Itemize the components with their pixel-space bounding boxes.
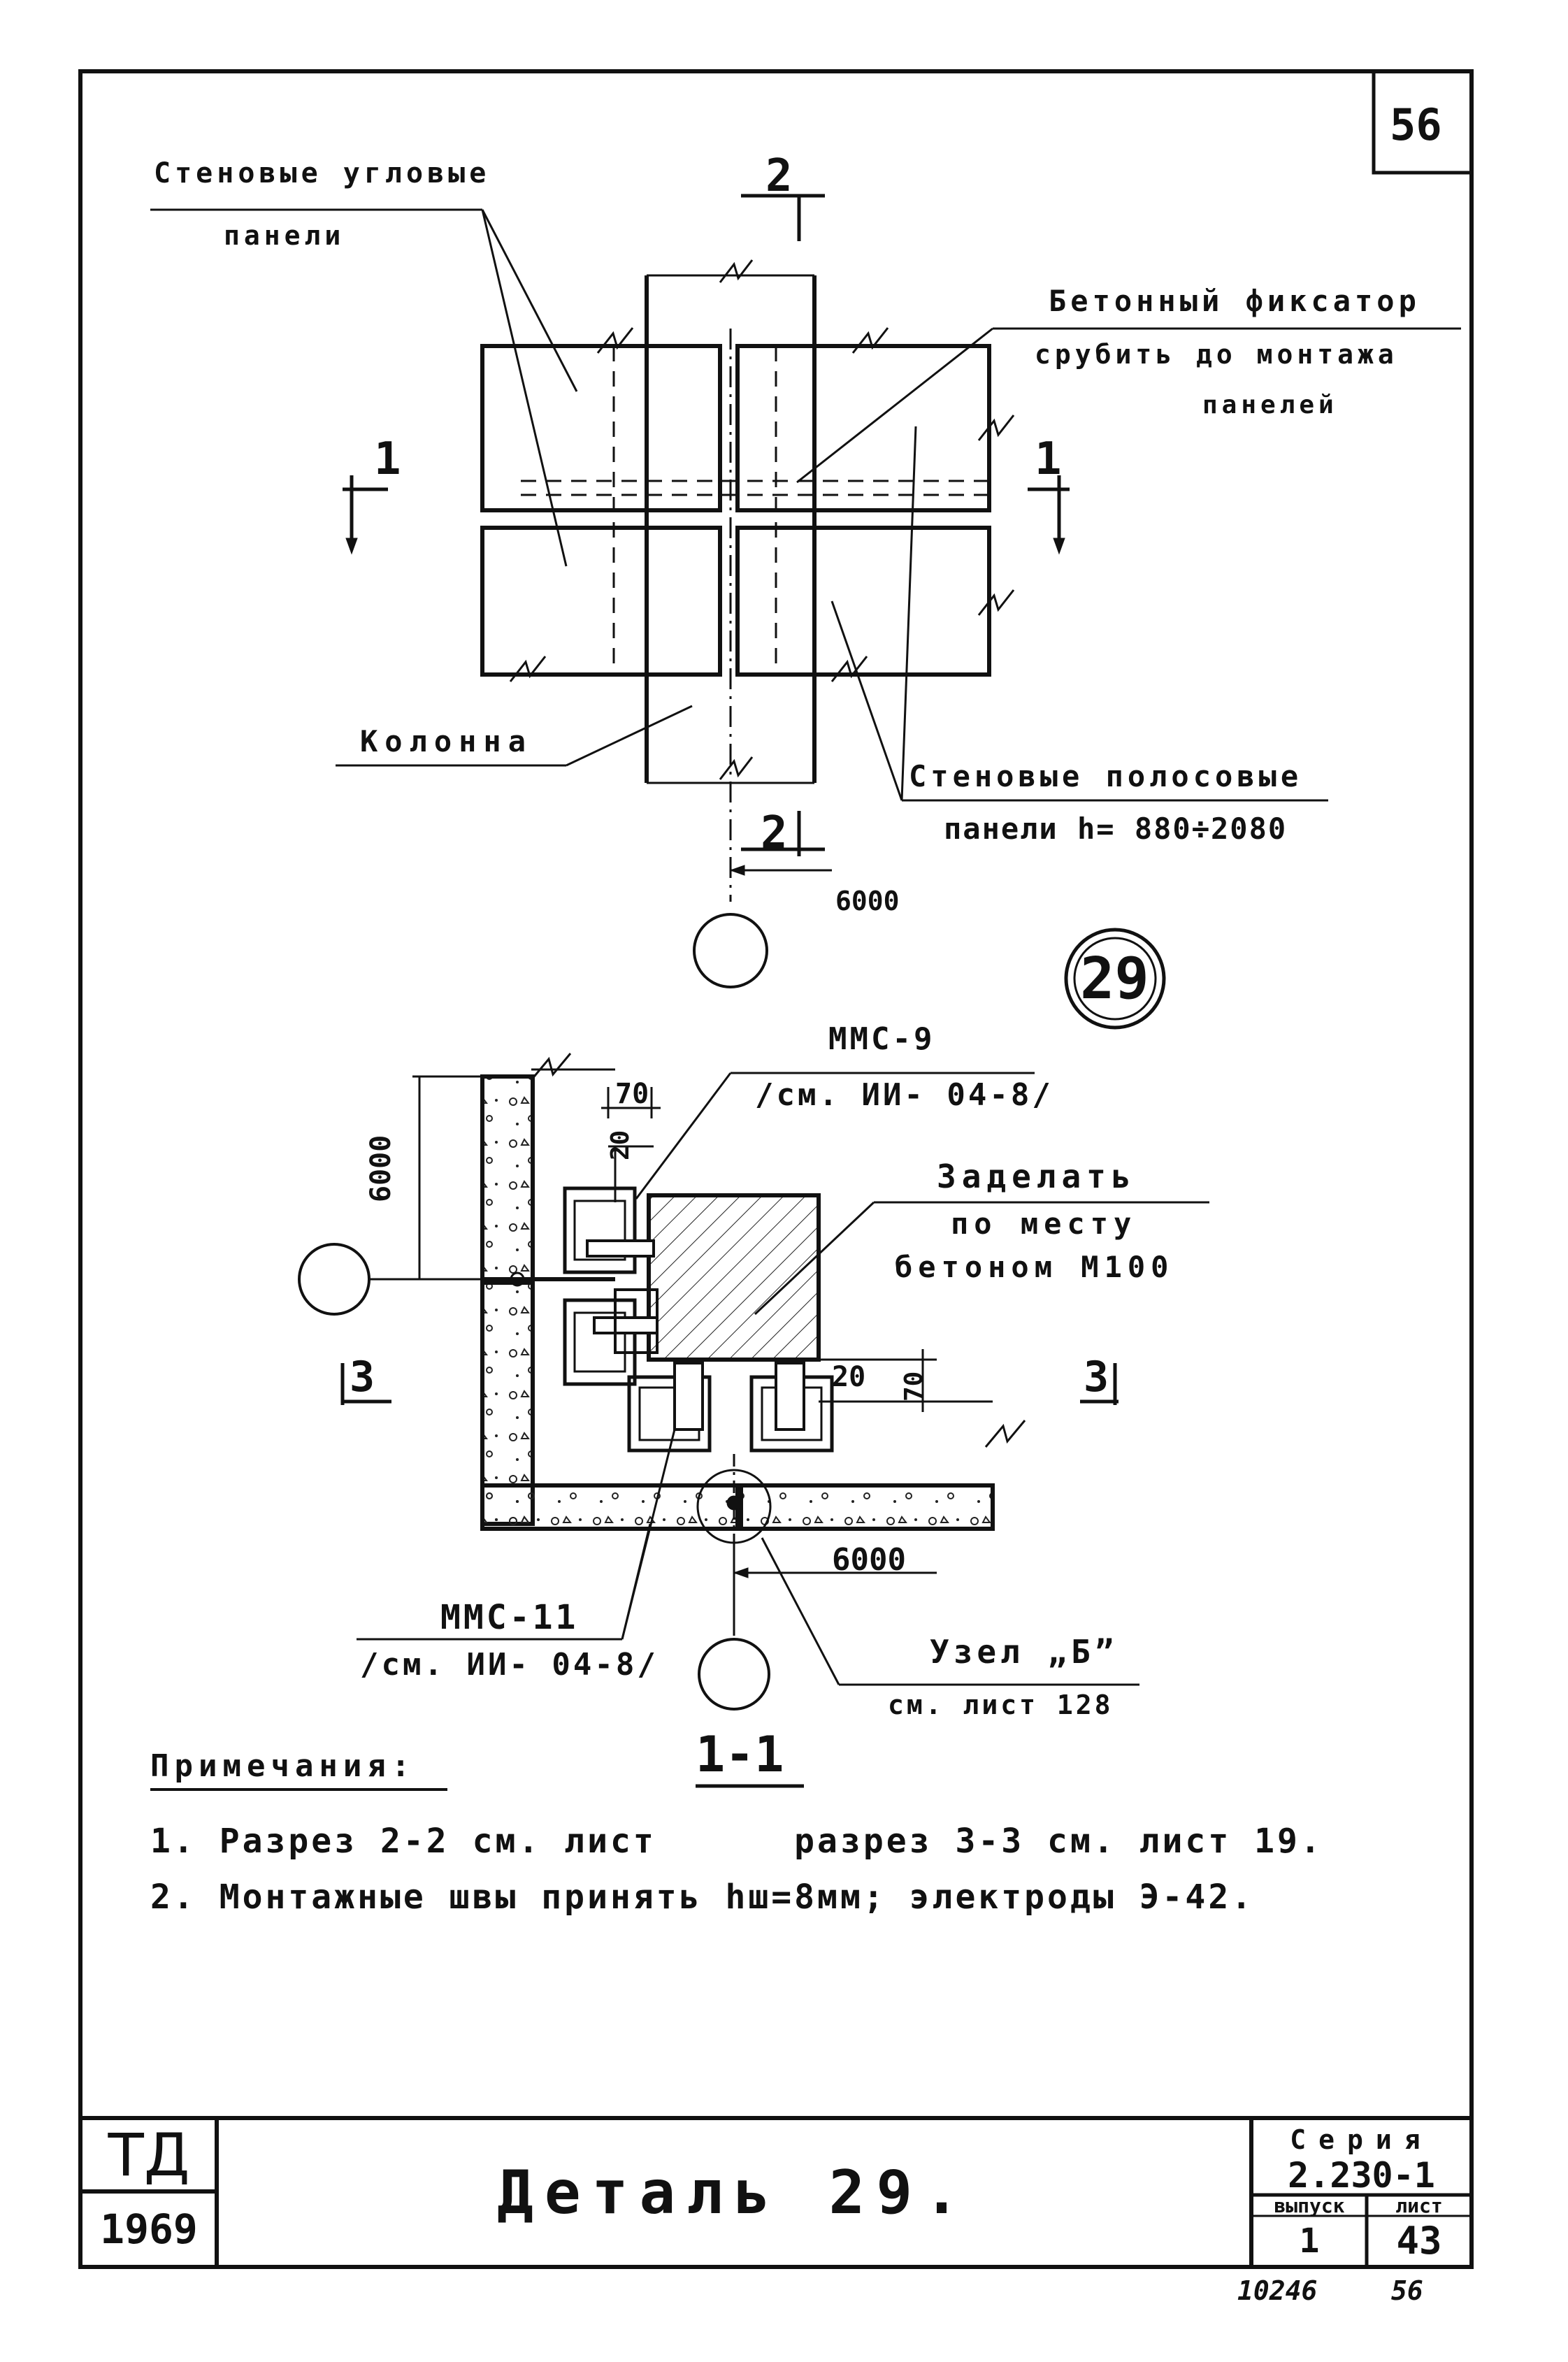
- mmc9-label: ММС-9: [828, 1021, 935, 1057]
- detail-number: 29: [1080, 946, 1149, 1012]
- series-value: 2.230-1: [1288, 2155, 1435, 2196]
- plan-view: [150, 194, 1461, 988]
- archive-number: 10246: [1237, 2275, 1318, 2306]
- section-3-left: 3: [350, 1353, 375, 1402]
- label-corner-panels-line1: Стеновые угловые: [154, 157, 491, 189]
- dim-20-vertical: 20: [606, 1130, 635, 1160]
- node-b-ref: см. лист 128: [888, 1690, 1114, 1720]
- label-fixator-line3: панелей: [1202, 391, 1338, 419]
- section-1-right: 1: [1035, 433, 1062, 485]
- zadelat-line3: бетоном М100: [895, 1250, 1174, 1284]
- zadelat-line1: Заделать: [937, 1158, 1137, 1195]
- series-label: Серия: [1290, 2124, 1433, 2155]
- dim-6000-bottom: 6000: [832, 1542, 906, 1578]
- issue-value: 1: [1299, 2221, 1320, 2261]
- issue-label: выпуск: [1274, 2194, 1345, 2217]
- label-strip-panels-line1: Стеновые полосовые: [909, 759, 1303, 793]
- dim-6000-plan: 6000: [835, 886, 900, 916]
- zadelat-line2: по месту: [951, 1207, 1137, 1241]
- section-title: 1-1: [696, 1726, 784, 1783]
- mmc11-label: ММС-11: [440, 1598, 579, 1637]
- dim-20-right: 20: [832, 1361, 866, 1393]
- sheet-value: 43: [1396, 2219, 1442, 2263]
- title-block: [80, 2116, 1472, 2267]
- label-column: Колонна: [360, 724, 533, 758]
- sheet-corner-number: 56: [1390, 99, 1442, 150]
- detail-number-badge: [1064, 928, 1166, 1030]
- dim-70-top: 70: [615, 1078, 649, 1110]
- dim-70-right: 70: [900, 1371, 928, 1402]
- label-strip-panels-line2: панели h= 880÷2080: [944, 812, 1288, 846]
- org-mark: ТД: [108, 2121, 190, 2189]
- mmc9-ref: /см. ИИ- 04-8/: [755, 1077, 1053, 1113]
- label-corner-panels-line2: панели: [224, 220, 345, 251]
- section-view: [298, 1053, 1209, 1788]
- footer-page: 56: [1391, 2275, 1423, 2306]
- sheet-frame: [78, 69, 1474, 2269]
- section-2-bottom: 2: [761, 807, 788, 859]
- section-3-right: 3: [1084, 1353, 1109, 1402]
- sheet-label: лист: [1395, 2194, 1443, 2217]
- node-b-label: Узел „Б”: [930, 1633, 1119, 1671]
- section-1-left: 1: [374, 433, 401, 485]
- note-item-2: 2. Монтажные швы принять hш=8мм; электро…: [150, 1878, 1255, 1917]
- mmc11-ref: /см. ИИ- 04-8/: [360, 1647, 659, 1683]
- dim-6000-vertical: 6000: [365, 1135, 397, 1202]
- label-fixator-line2: срубить до монтажа: [1035, 339, 1398, 370]
- notes-heading: Примечания:: [150, 1748, 416, 1784]
- drawing-title: Деталь 29.: [497, 2157, 971, 2228]
- year: 1969: [100, 2205, 198, 2253]
- label-fixator-line1: Бетонный фиксатор: [1049, 284, 1420, 318]
- section-2-top: 2: [765, 150, 793, 202]
- note-item-1: 1. Разрез 2-2 см. лист разрез 3-3 см. ли…: [150, 1822, 1323, 1861]
